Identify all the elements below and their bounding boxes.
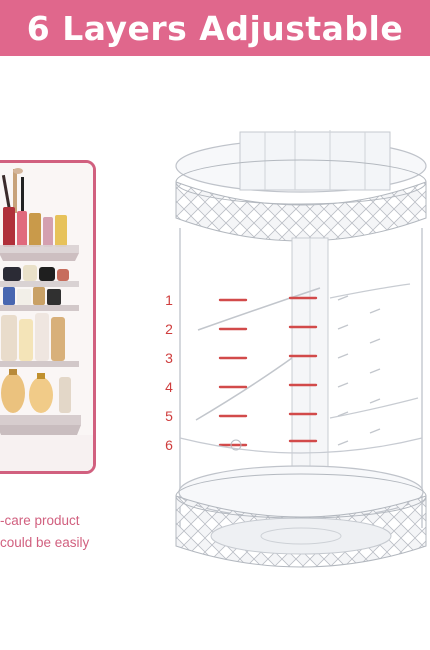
layer-label-2: 2 bbox=[165, 321, 173, 337]
header-banner: 6 Layers Adjustable bbox=[0, 0, 430, 56]
caption-line-1: -care product bbox=[0, 513, 80, 528]
rotating-organizer-drawing bbox=[175, 130, 427, 568]
layer-label-5: 5 bbox=[165, 408, 173, 424]
central-column bbox=[291, 237, 329, 509]
bottom-tray bbox=[175, 465, 427, 568]
organizer-illustration bbox=[170, 118, 430, 650]
product-inset-photo bbox=[0, 160, 96, 474]
caption-line-2: could be easily bbox=[0, 535, 90, 550]
layer-label-1: 1 bbox=[165, 292, 173, 308]
layer-slot-markers bbox=[218, 296, 318, 447]
cosmetics-organizer-photo bbox=[0, 163, 93, 471]
layer-label-4: 4 bbox=[165, 379, 173, 395]
top-tray bbox=[175, 130, 427, 242]
layer-label-3: 3 bbox=[165, 350, 173, 366]
makeup-brushes bbox=[1, 168, 24, 213]
layer-label-6: 6 bbox=[165, 437, 173, 453]
banner-title: 6 Layers Adjustable bbox=[26, 8, 404, 48]
